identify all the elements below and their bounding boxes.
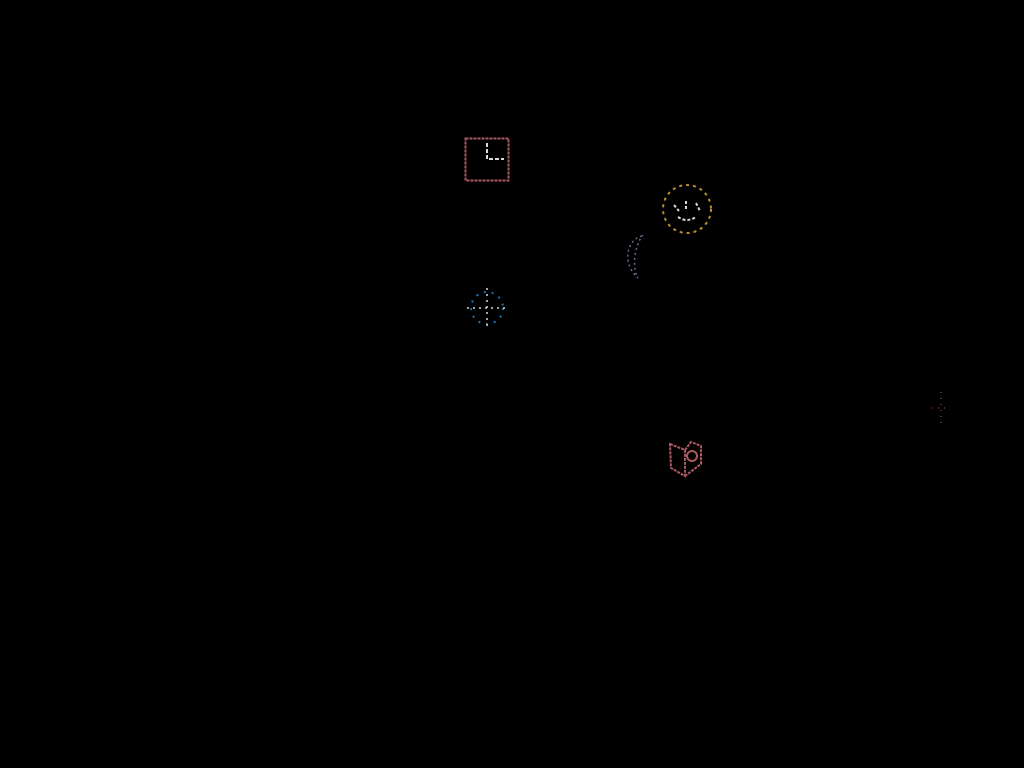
- smiley-icon[interactable]: [660, 183, 714, 237]
- sparkle-icon[interactable]: [928, 390, 954, 430]
- package-icon[interactable]: [667, 438, 707, 480]
- moon-icon[interactable]: [620, 234, 660, 284]
- clock-icon[interactable]: [464, 137, 510, 182]
- crosshair-icon[interactable]: [464, 284, 510, 334]
